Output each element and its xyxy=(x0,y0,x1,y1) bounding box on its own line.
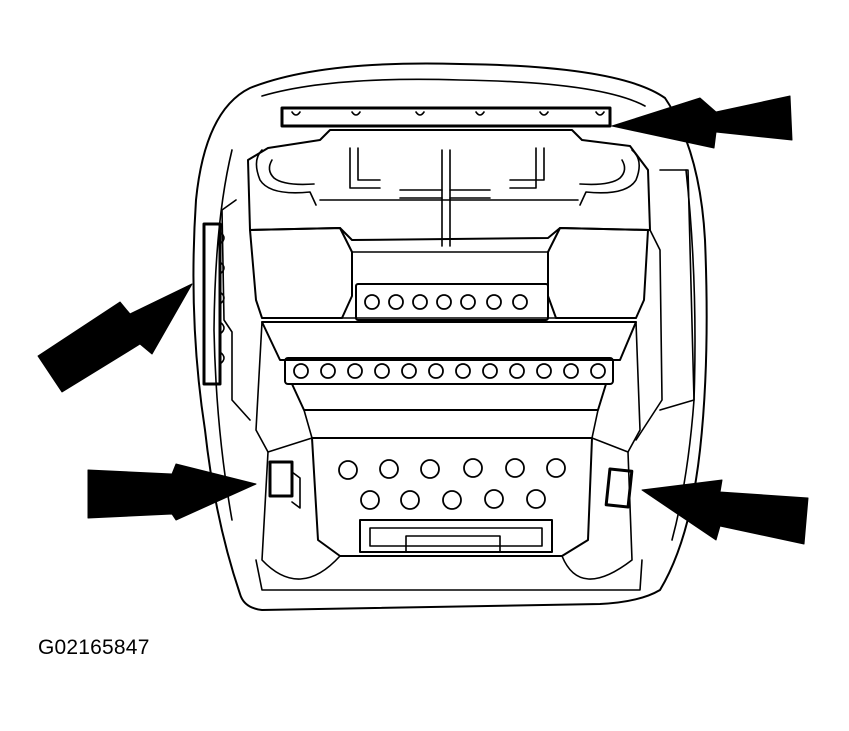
arrow-left-bracket xyxy=(37,283,193,393)
middle-body xyxy=(221,169,695,441)
right-clip xyxy=(604,467,634,509)
left-side-bracket xyxy=(202,222,225,386)
rear-rail xyxy=(280,106,612,128)
lower-hole-grid xyxy=(338,458,566,510)
bottom-tray xyxy=(359,519,553,553)
arrow-top-right xyxy=(611,95,793,149)
arrow-right-clip xyxy=(641,479,809,545)
arrow-left-clip xyxy=(87,463,257,521)
middle-hole-row xyxy=(364,294,528,310)
hole-strip xyxy=(261,321,637,385)
lower-body xyxy=(255,321,643,591)
figure-code: G02165847 xyxy=(38,636,150,659)
left-clip xyxy=(268,460,301,509)
